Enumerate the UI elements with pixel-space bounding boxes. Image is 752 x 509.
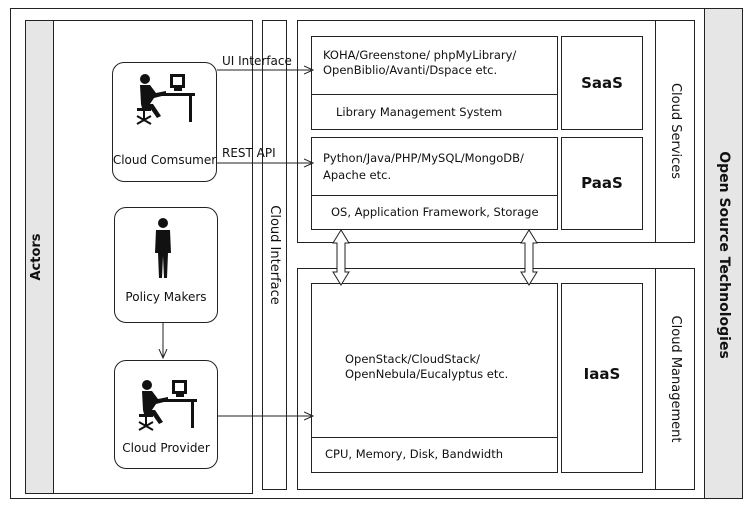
paas-system-box bbox=[311, 195, 558, 230]
policy-makers-label: Policy Makers bbox=[125, 290, 207, 304]
paas-system: OS, Application Framework, Storage bbox=[331, 205, 539, 219]
saas-system-box bbox=[311, 94, 558, 130]
paas-tools-line2: Apache etc. bbox=[323, 168, 392, 182]
cloud-services-divider bbox=[655, 20, 656, 243]
cloud-provider-label: Cloud Provider bbox=[122, 441, 210, 455]
cloud-consumer-label: Cloud Comsumer bbox=[112, 153, 217, 167]
person-icon bbox=[155, 218, 171, 278]
iaas-system: CPU, Memory, Disk, Bandwidth bbox=[325, 447, 504, 461]
cloud-services-panel bbox=[297, 20, 695, 243]
iaas-label: IaaS bbox=[583, 365, 621, 383]
iaas-tools-line1: OpenStack/CloudStack/ bbox=[345, 352, 480, 366]
iaas-tools-box bbox=[311, 283, 558, 438]
iaas-tools-line2: OpenNebula/Eucalyptus etc. bbox=[345, 367, 509, 381]
ui-interface-label: UI Interface bbox=[222, 54, 292, 68]
cloud-interface-strip bbox=[262, 20, 287, 490]
rest-api-label: REST API bbox=[222, 146, 276, 160]
cloud-management-panel bbox=[297, 268, 695, 490]
computer-user-icon bbox=[136, 74, 195, 125]
actors-strip bbox=[25, 20, 54, 494]
saas-tools-line2: OpenBiblio/Avanti/Dspace etc. bbox=[323, 63, 498, 77]
paas-label-box bbox=[561, 137, 643, 230]
open-source-strip bbox=[704, 8, 743, 499]
saas-tools-line1: KOHA/Greenstone/ phpMyLibrary/ bbox=[323, 48, 517, 62]
paas-tools-line1: Python/Java/PHP/MySQL/MongoDB/ bbox=[323, 151, 524, 165]
cloud-management-divider bbox=[655, 268, 656, 490]
saas-system: Library Management System bbox=[336, 105, 503, 119]
double-arrow-right bbox=[520, 229, 538, 286]
saas-label-box bbox=[561, 36, 643, 130]
cloud-provider-box bbox=[114, 360, 218, 469]
double-arrow-left bbox=[332, 229, 350, 286]
iaas-system-box bbox=[311, 437, 558, 473]
paas-label: PaaS bbox=[581, 174, 623, 192]
computer-user-icon bbox=[138, 380, 197, 431]
iaas-label-box bbox=[561, 283, 643, 473]
saas-label: SaaS bbox=[581, 74, 623, 92]
cloud-consumer-box bbox=[112, 62, 217, 182]
